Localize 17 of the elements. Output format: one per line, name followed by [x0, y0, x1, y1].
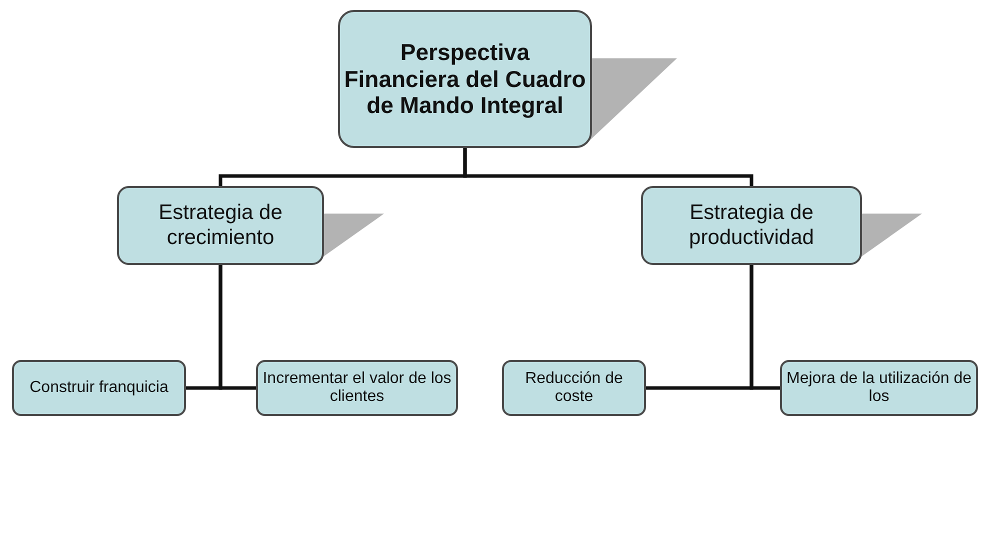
- org-box: [117, 186, 324, 265]
- org-box: [641, 186, 862, 265]
- org-box: [256, 360, 458, 416]
- box-label: Incrementar el valor de los clientes: [262, 370, 452, 406]
- connector-line: [750, 265, 780, 390]
- box-label: Perspectiva Financiera del Cuadro de Mando Integral: [344, 39, 586, 119]
- box-label: Reducción de coste: [524, 370, 624, 406]
- box-label: Mejora de la utilización de los: [786, 370, 972, 406]
- box-label: Estrategia de crecimiento: [158, 201, 284, 250]
- connector-line: [218, 265, 256, 390]
- org-box: [502, 360, 646, 416]
- org-box: [12, 360, 186, 416]
- box-label: Construir franquicia: [30, 378, 168, 398]
- org-box: [780, 360, 978, 416]
- box-label: Estrategia de productividad: [688, 201, 815, 250]
- connector-line: [463, 148, 754, 186]
- org-box: [338, 10, 592, 148]
